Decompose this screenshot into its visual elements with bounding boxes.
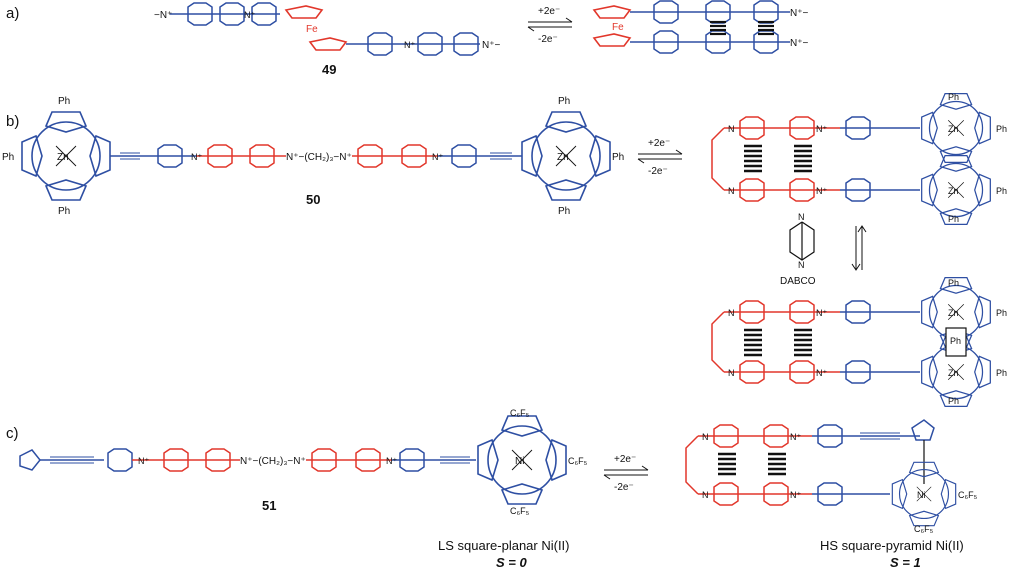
hs-caption: HS square-pyramid Ni(II) xyxy=(820,538,964,553)
ph-dimer-b-bot2: Ph xyxy=(948,396,959,406)
panel-c: c) N⁺−(CH₂)₃−N⁺ N⁺ N⁺ Ni C₆F₅ C₆F₅ C₆F₅ xyxy=(6,408,978,570)
c6f5-top-left: C₆F₅ xyxy=(510,408,530,418)
n-dimer-c1: N xyxy=(702,432,709,442)
viologen-chain-a-top xyxy=(170,2,280,26)
zn-dimer-b4: Zn xyxy=(948,368,959,378)
nplus-dimer-b2: N⁺ xyxy=(816,186,827,196)
alkyne-viologen-chain-c xyxy=(40,448,476,472)
ph-dimer-b-s1: Ph xyxy=(996,124,1007,134)
fe-label-right: Fe xyxy=(612,22,624,33)
hs-spin: S = 1 xyxy=(890,555,921,570)
vertical-equilibrium-arrow xyxy=(851,225,867,271)
c6f5-bottom-left: C₆F₅ xyxy=(510,506,530,516)
methyl-p1: N⁺− xyxy=(790,8,809,19)
zn-dimer-b3: Zn xyxy=(948,308,959,318)
nplus-a1: N⁺ xyxy=(244,10,255,20)
arrow-forward-a: +2e⁻ xyxy=(538,6,560,17)
viologen-chain-a-bottom xyxy=(346,32,480,56)
nplus-dimer-b1: N⁺ xyxy=(816,124,827,134)
dabco-label: DABCO xyxy=(780,276,816,287)
panel-a: a) −N⁺ N⁺ Fe N⁺ N⁺− 49 +2e⁻ xyxy=(6,0,809,77)
ni-left: Ni xyxy=(515,456,524,467)
pimer-chain-top xyxy=(630,0,790,24)
alkyne-viologen-chain-b xyxy=(110,144,522,168)
equilibrium-arrow-c xyxy=(603,465,649,480)
n-dimer-b1: N xyxy=(728,124,735,134)
panel-b: b) Zn Ph Ph Ph N⁺−(CH₂)₃−N⁺ N⁺ N⁺ Zn xyxy=(2,92,1007,407)
nplus-dimer-b4: N⁺ xyxy=(816,368,827,378)
ph-side-left: Ph xyxy=(2,152,14,163)
cp-pimer-top xyxy=(592,5,632,19)
methyl-nplus-left: −N⁺ xyxy=(154,10,172,21)
ls-caption: LS square-planar Ni(II) xyxy=(438,538,570,553)
ph-top-right: Ph xyxy=(558,96,570,107)
dimer-b-bottom xyxy=(711,277,991,407)
dabco-structure xyxy=(789,221,815,261)
methyl-p2: N⁺− xyxy=(790,38,809,49)
c6f5-side-left: C₆F₅ xyxy=(568,456,588,466)
ph-top-left: Ph xyxy=(58,96,70,107)
imidazole-left xyxy=(19,449,41,471)
nplus-dimer-b3: N⁺ xyxy=(816,308,827,318)
panel-b-label: b) xyxy=(6,113,19,130)
panel-a-label: a) xyxy=(6,5,19,22)
pi-dimer-bonds-a xyxy=(710,20,774,36)
cyclopentadienyl-bottom xyxy=(308,37,348,51)
n-dimer-b3: N xyxy=(728,308,735,318)
dimer-c xyxy=(685,419,957,527)
n-dimer-c2: N xyxy=(702,490,709,500)
zn-left: Zn xyxy=(57,152,69,163)
compound-49-label: 49 xyxy=(322,62,336,77)
ph-dimer-b-top: Ph xyxy=(948,92,959,102)
c6f5-side-right: C₆F₅ xyxy=(958,490,978,500)
ph-side-right: Ph xyxy=(612,152,624,163)
n-dimer-b4: N xyxy=(728,368,735,378)
ph-dabco-inner: Ph xyxy=(950,336,961,346)
ph-dimer-b-s2: Ph xyxy=(996,186,1007,196)
ph-dimer-b-s4: Ph xyxy=(996,368,1007,378)
arrow-forward-c: +2e⁻ xyxy=(614,454,636,465)
pimer-chain-bottom xyxy=(630,30,790,54)
methyl-nplus-right: N⁺− xyxy=(482,40,501,51)
nplus-a2: N⁺ xyxy=(404,40,415,50)
ls-spin: S = 0 xyxy=(496,555,527,570)
ph-dimer-b-bot: Ph xyxy=(948,214,959,224)
ph-dimer-b-top2: Ph xyxy=(948,278,959,288)
zn-right: Zn xyxy=(557,152,569,163)
fe-label-left: Fe xyxy=(306,24,318,35)
dimer-b-top xyxy=(711,93,991,225)
nplus-c1: N⁺ xyxy=(138,456,149,466)
compound-51-label: 51 xyxy=(262,498,276,513)
arrow-back-b: -2e⁻ xyxy=(648,166,668,177)
c6f5-bottom-right: C₆F₅ xyxy=(914,524,934,534)
arrow-back-a: -2e⁻ xyxy=(538,34,558,45)
zn-dimer-b2: Zn xyxy=(948,186,959,196)
ph-dimer-b-s3: Ph xyxy=(996,308,1007,318)
ni-right: Ni xyxy=(917,490,926,500)
arrow-forward-b: +2e⁻ xyxy=(648,138,670,149)
panel-c-label: c) xyxy=(6,425,19,442)
arrow-back-c: -2e⁻ xyxy=(614,482,634,493)
linker-c: N⁺−(CH₂)₃−N⁺ xyxy=(240,456,306,467)
nplus-dimer-c1: N⁺ xyxy=(790,432,801,442)
zn-dimer-b1: Zn xyxy=(948,124,959,134)
dabco-n-bottom: N xyxy=(798,260,805,270)
ph-bottom-left: Ph xyxy=(58,206,70,217)
nplus-dimer-c2: N⁺ xyxy=(790,490,801,500)
equilibrium-arrow-a xyxy=(527,17,573,32)
nplus-c2: N⁺ xyxy=(386,456,397,466)
n-dimer-b2: N xyxy=(728,186,735,196)
ph-bottom-right: Ph xyxy=(558,206,570,217)
cp-pimer-bottom xyxy=(592,33,632,47)
dabco-n-top: N xyxy=(798,212,805,222)
cyclopentadienyl-top xyxy=(284,5,324,19)
nplus-b2: N⁺ xyxy=(432,152,443,162)
linker-b: N⁺−(CH₂)₃−N⁺ xyxy=(286,152,352,163)
nplus-b1: N⁺ xyxy=(191,152,202,162)
compound-50-label: 50 xyxy=(306,192,320,207)
equilibrium-arrow-b xyxy=(637,149,683,164)
